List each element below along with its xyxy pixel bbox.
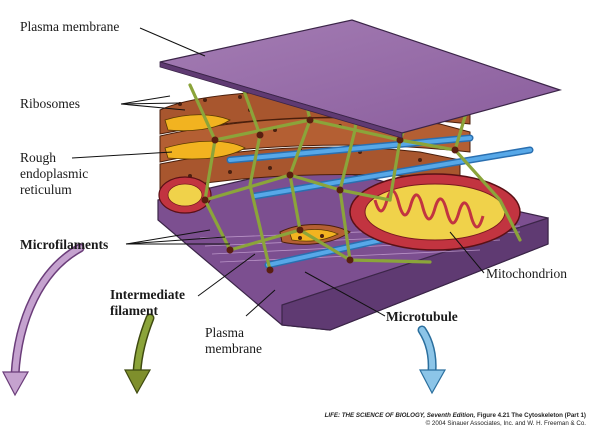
label-rough-er: Rough endoplasmic reticulum: [20, 150, 89, 197]
credit-edition: Seventh Edition,: [425, 412, 476, 419]
credit-source-title: LIFE: THE SCIENCE OF BIOLOGY,: [324, 412, 426, 419]
microfilaments-arrow: [2, 243, 85, 397]
figure-credit: LIFE: THE SCIENCE OF BIOLOGY, Seventh Ed…: [325, 412, 586, 428]
label-microfilaments: Microfilaments: [20, 237, 109, 252]
credit-figure: Figure 4.21 The Cytoskeleton (Part 1): [475, 412, 586, 419]
label-plasma-membrane-bottom: Plasma membrane: [205, 325, 262, 356]
leader-lines: [71, 27, 485, 317]
label-intermediate-filament: Intermediate filament: [110, 287, 185, 318]
label-microtubule: Microtubule: [386, 309, 458, 324]
microtubule-arrow: [417, 325, 447, 395]
label-mitochondrion: Mitochondrion: [486, 266, 567, 281]
intermediate-filament-arrow: [124, 313, 155, 395]
label-plasma-membrane-top: Plasma membrane: [20, 19, 120, 34]
credit-copyright: © 2004 Sinauer Associates, Inc. and W. H…: [425, 420, 586, 427]
intermediate-filament-network: [188, 73, 522, 272]
label-ribosomes: Ribosomes: [20, 96, 81, 111]
